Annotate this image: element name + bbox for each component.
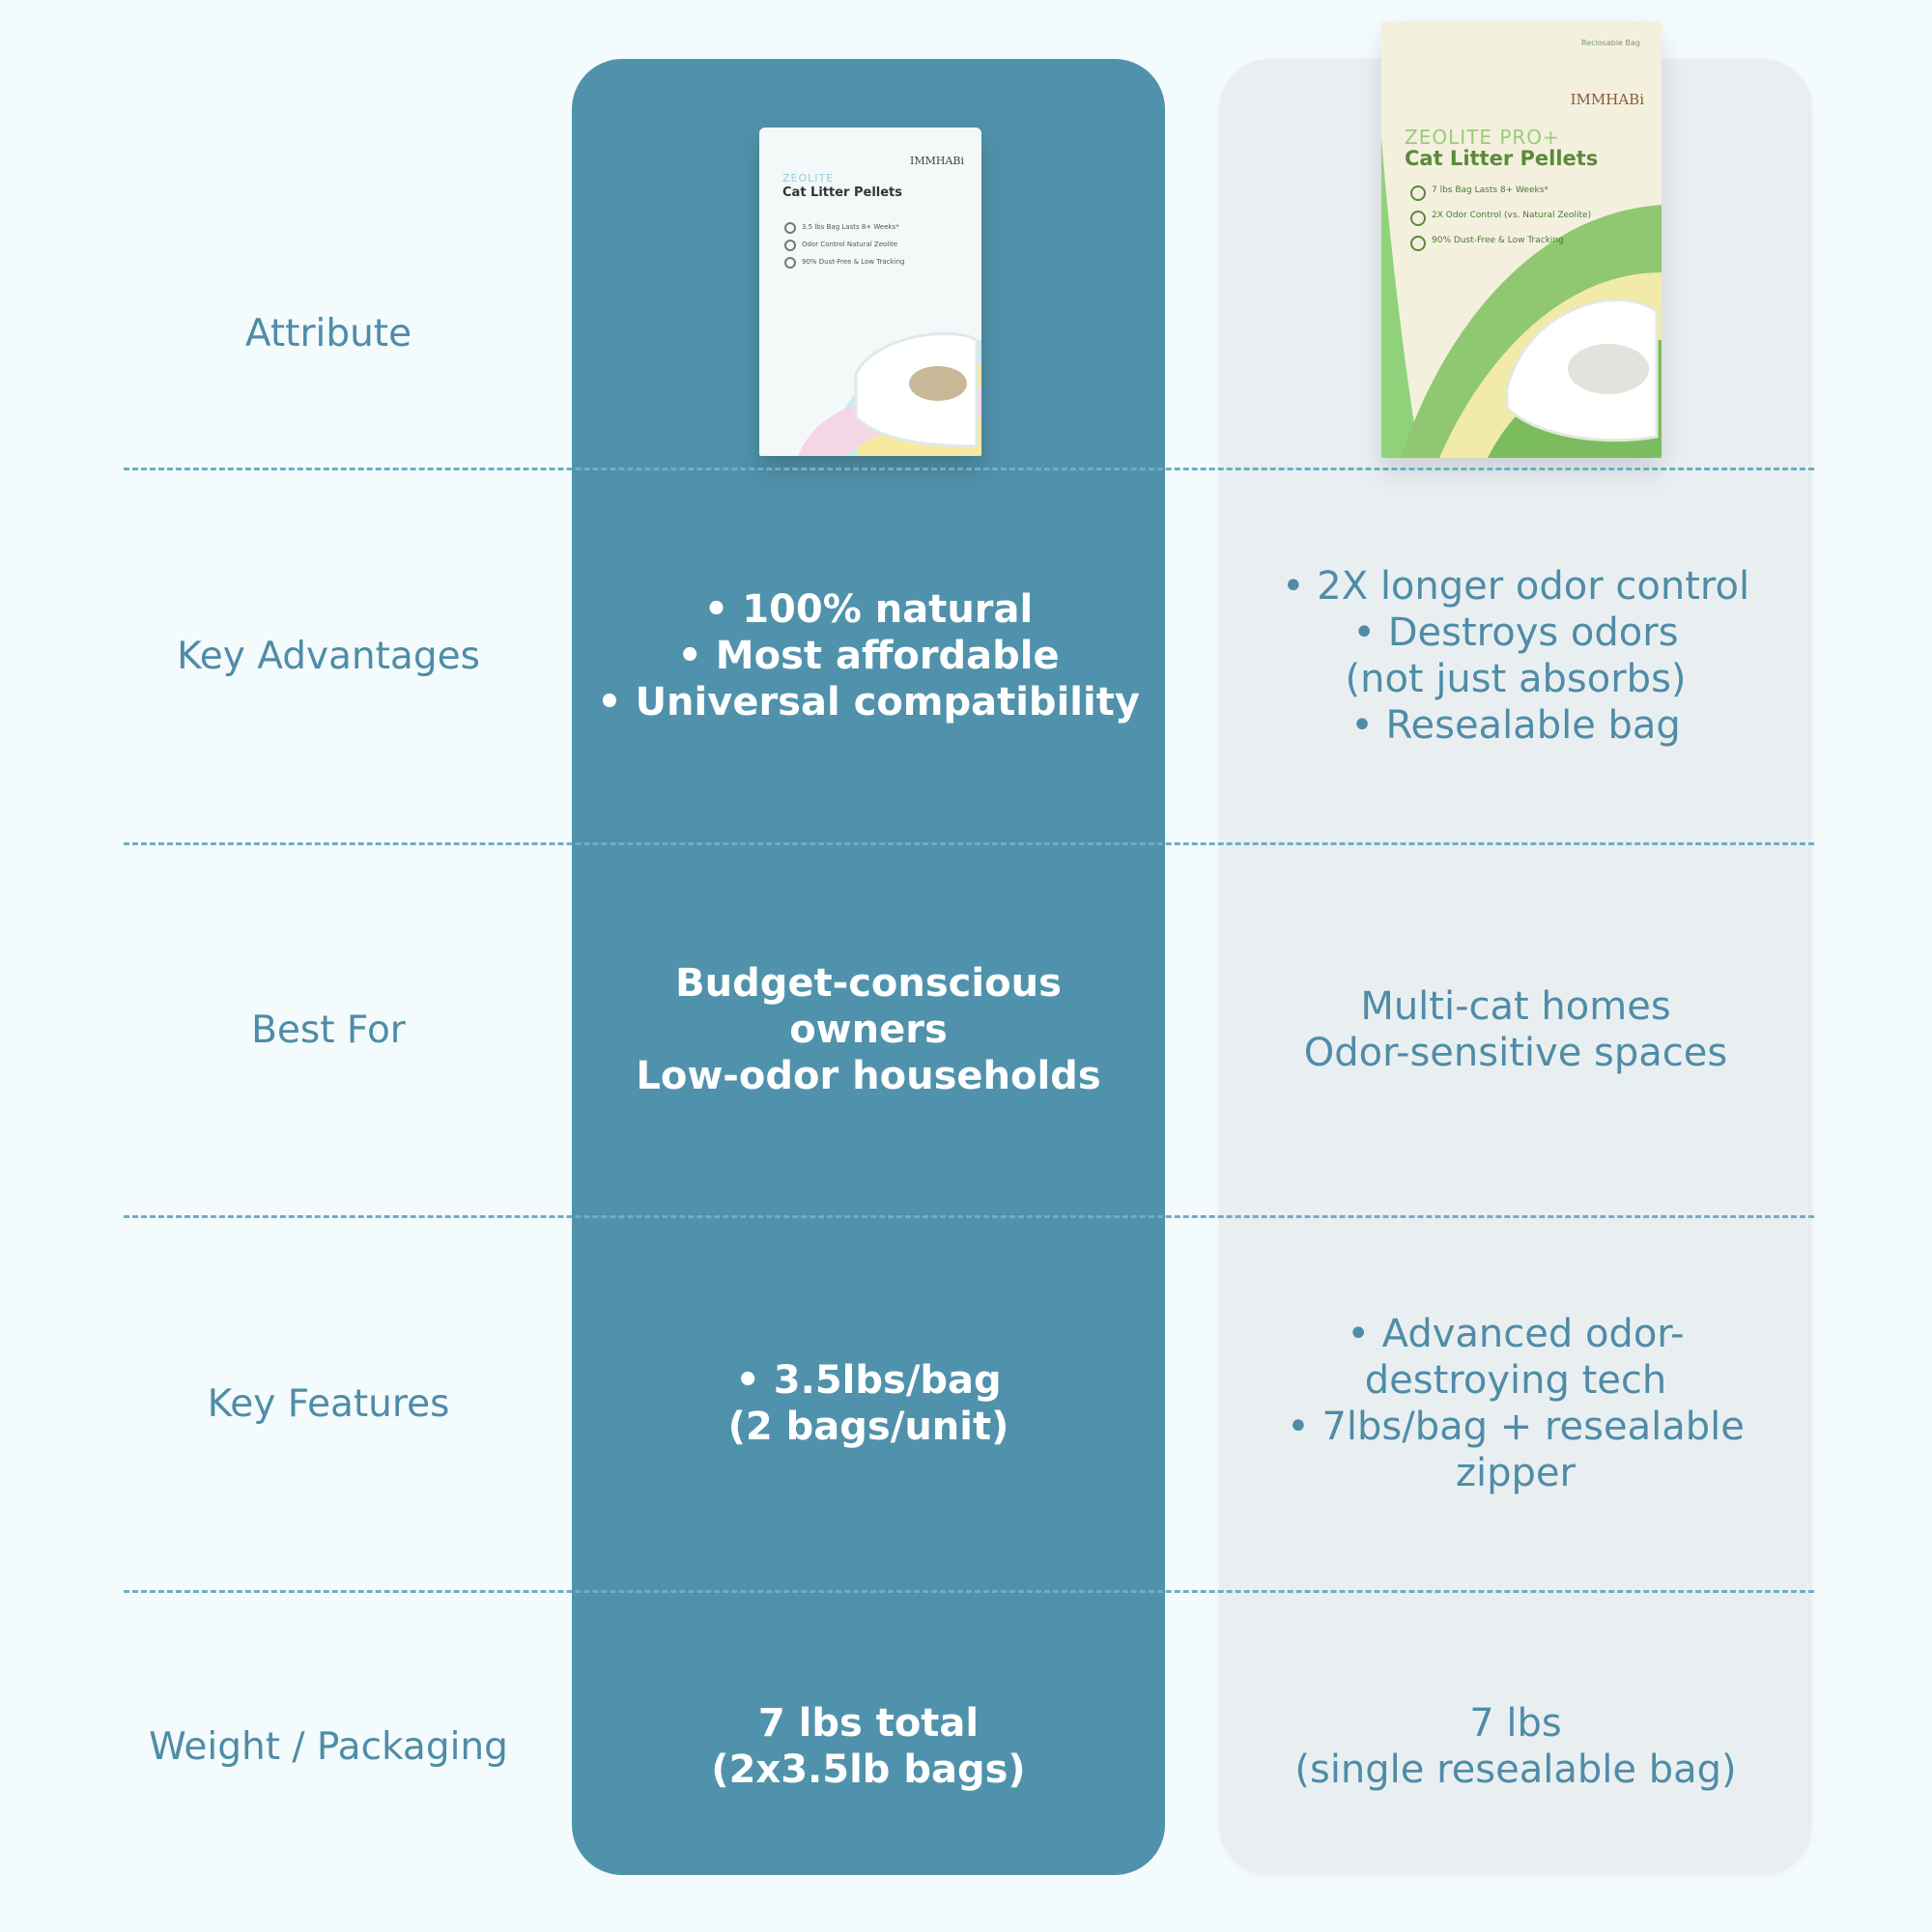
dust-icon	[784, 257, 796, 269]
product-2-bag-tag: Reclosable Bag	[1581, 39, 1640, 47]
product-1-bag-image: IMMHABi ZEOLITE Cat Litter Pellets 3.5 l…	[759, 128, 981, 456]
product-2-bag-image: Reclosable Bag IMMHABi ZEOLITE PRO+ Cat …	[1381, 21, 1662, 458]
product-2-bag-feature: 90% Dust-Free & Low Tracking	[1410, 236, 1564, 251]
attribute-label: Best For	[251, 1008, 406, 1052]
row-divider	[124, 1215, 1814, 1218]
product-2-bag-feature: 2X Odor Control (vs. Natural Zeolite)	[1410, 211, 1591, 226]
row-key-features: Key Features • 3.5lbs/bag (2 bags/unit) …	[0, 1217, 1932, 1590]
product-2-value: • Advanced odor- destroying tech • 7lbs/…	[1287, 1312, 1745, 1495]
row-divider	[124, 468, 1814, 470]
product-1-value: • 3.5lbs/bag (2 bags/unit)	[727, 1358, 1009, 1449]
bag-icon	[784, 222, 796, 234]
row-key-advantages: Key Advantages • 100% natural • Most aff…	[0, 469, 1932, 842]
attribute-label: Weight / Packaging	[149, 1724, 508, 1769]
product-1-bag-feature: 90% Dust-Free & Low Tracking	[784, 257, 904, 269]
product-2-value: • 2X longer odor control • Destroys odor…	[1281, 564, 1750, 748]
product-2-bag-artwork	[1381, 137, 1662, 458]
product-1-brand: IMMHABi	[909, 155, 964, 167]
product-1-bag-subtitle: ZEOLITE	[782, 172, 835, 185]
product-2-bag-subtitle: ZEOLITE PRO+	[1405, 126, 1560, 149]
product-1-bag-artwork	[798, 331, 981, 456]
row-best-for: Best For Budget-conscious owners Low-odo…	[0, 844, 1932, 1215]
product-2-value: Multi-cat homes Odor-sensitive spaces	[1303, 984, 1728, 1075]
odor-icon	[1410, 211, 1426, 226]
product-2-bag-title: Cat Litter Pellets	[1405, 147, 1599, 170]
attribute-label: Key Features	[207, 1381, 450, 1426]
row-divider	[124, 842, 1814, 845]
product-2-bag-feature: 7 lbs Bag Lasts 8+ Weeks*	[1410, 185, 1548, 201]
dust-icon	[1410, 236, 1426, 251]
product-1-value: • 100% natural • Most affordable • Unive…	[597, 587, 1140, 724]
product-2-brand: IMMHABi	[1570, 91, 1644, 108]
product-1-bag-feature: Odor Control Natural Zeolite	[784, 240, 897, 251]
product-2-value: 7 lbs (single resealable bag)	[1294, 1701, 1737, 1792]
attribute-label: Key Advantages	[177, 634, 480, 678]
product-1-value: Budget-conscious owners Low-odor househo…	[636, 961, 1101, 1098]
attribute-label: Attribute	[244, 311, 412, 355]
bag-icon	[1410, 185, 1426, 201]
row-weight-packaging: Weight / Packaging 7 lbs total (2x3.5lb …	[0, 1592, 1932, 1901]
product-1-value: 7 lbs total (2x3.5lb bags)	[711, 1701, 1026, 1792]
row-header: Attribute	[0, 164, 1932, 541]
row-divider	[124, 1590, 1814, 1593]
product-1-bag-title: Cat Litter Pellets	[782, 185, 903, 200]
odor-icon	[784, 240, 796, 251]
product-1-bag-feature: 3.5 lbs Bag Lasts 8+ Weeks*	[784, 222, 899, 234]
